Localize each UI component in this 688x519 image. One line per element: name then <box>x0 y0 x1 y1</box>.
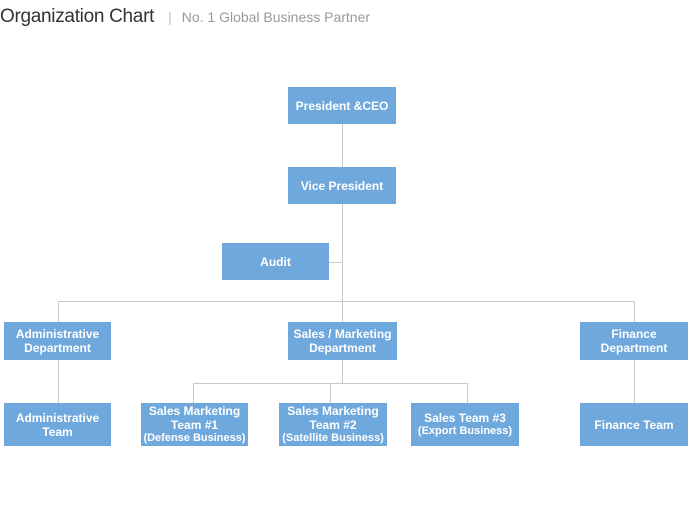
audit-box: Audit <box>222 243 329 280</box>
vice-president-box: Vice President <box>288 167 396 204</box>
sales-team-1-note: (Defense Business) <box>143 432 246 444</box>
header-divider: | <box>168 9 172 25</box>
sales-team-2-box: Sales Marketing Team #2 (Satellite Busin… <box>279 403 387 446</box>
finance-department-box: Finance Department <box>580 322 688 360</box>
administrative-team-label: Administrative Team <box>15 410 100 439</box>
president-ceo-label: President &CEO <box>295 98 389 113</box>
administrative-department-label: Administrative Department <box>15 327 100 355</box>
page-subtitle: No. 1 Global Business Partner <box>181 9 371 25</box>
finance-team-label: Finance Team <box>594 417 674 432</box>
sales-marketing-department-box: Sales / Marketing Department <box>288 322 397 360</box>
vice-president-label: Vice President <box>300 178 384 193</box>
administrative-team-box: Administrative Team <box>4 403 111 446</box>
finance-team-box: Finance Team <box>580 403 688 446</box>
sales-team-3-label: Sales Team #3 <box>424 411 506 425</box>
sales-marketing-department-label: Sales / Marketing Department <box>293 327 392 355</box>
president-ceo-box: President &CEO <box>288 87 396 124</box>
sales-team-2-note: (Satellite Business) <box>282 432 384 444</box>
sales-team-2-label: Sales Marketing Team #2 <box>287 404 379 432</box>
audit-label: Audit <box>260 254 291 269</box>
page-title: Organization Chart <box>0 6 155 27</box>
sales-team-3-note: (Export Business) <box>417 425 513 437</box>
sales-team-1-box: Sales Marketing Team #1 (Defense Busines… <box>141 403 248 446</box>
chart-header: Organization Chart | No. 1 Global Busine… <box>0 6 370 30</box>
sales-team-3-box: Sales Team #3 (Export Business) <box>411 403 519 446</box>
finance-department-label: Finance Department <box>600 327 668 355</box>
administrative-department-box: Administrative Department <box>4 322 111 360</box>
sales-team-1-label: Sales Marketing Team #1 <box>148 404 241 432</box>
